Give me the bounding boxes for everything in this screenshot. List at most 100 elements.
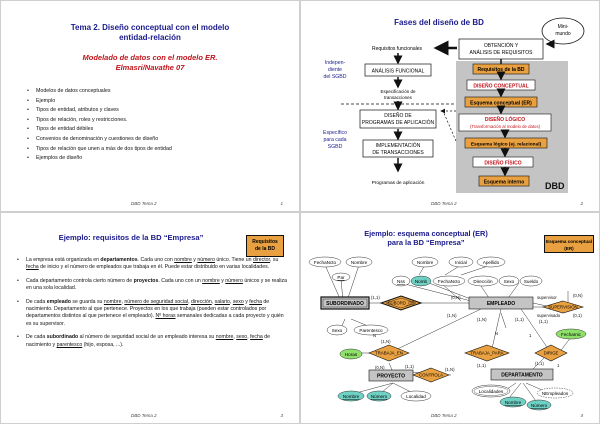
attr-sueldo: Sueldo — [519, 275, 543, 287]
slide-1-title: Tema 2. Diseño conceptual con el modelo … — [1, 23, 299, 43]
footer-text: DBD Tema 2 — [131, 413, 157, 418]
cloud-line-1: Mini- — [558, 24, 569, 30]
card-label: (1,1) — [477, 363, 486, 368]
svg-text:Número: Número — [531, 403, 548, 408]
indep-line-1: Indepen- — [325, 60, 346, 66]
espec-line-2: transacciones — [384, 95, 413, 100]
svg-text:Sexo: Sexo — [504, 279, 515, 284]
slide-4-title: Ejemplo: esquema conceptual (ER) para la… — [341, 229, 511, 247]
svg-text:Parentesco: Parentesco — [359, 328, 383, 333]
list-item: Ejemplo — [27, 97, 172, 107]
svg-text:Horas: Horas — [345, 352, 358, 357]
list-item: Ejemplos de diseño — [27, 154, 172, 164]
attr-inicial: Inicial — [448, 256, 474, 268]
list-item: La empresa está organizada en departamen… — [17, 257, 287, 272]
card-label: (1,1) — [539, 319, 548, 324]
esq-logico-box — [464, 137, 548, 149]
rel-dirige: DIRIGE — [534, 344, 568, 362]
card-label: (1,N) — [445, 367, 455, 372]
req-bd-label: Requisitos de la BD — [478, 67, 525, 73]
attr-numero-proy: Número — [366, 390, 392, 402]
espec-line-1: Especificación de — [380, 89, 416, 94]
design-phases-diagram: Fases del diseño de BD Mini- mundo OBTEN… — [323, 17, 585, 193]
card-label: (1,1) — [371, 295, 380, 300]
card-label: (1,N) — [381, 339, 391, 344]
rel-trabaja-en: TRABAJA_EN — [368, 344, 410, 362]
slide-1-subtitle: Modelado de datos con el modelo ER. Elma… — [1, 53, 299, 73]
attr-numero-dep: Número — [526, 399, 552, 411]
list-item: De cada empleado se guarda su nombre, nú… — [17, 299, 287, 329]
role-supervisor: supervisor — [537, 295, 557, 300]
attr-sexo-emp: Sexo — [498, 275, 520, 287]
svg-text:FechaNcto: FechaNcto — [314, 260, 337, 265]
svg-text:FechaNcto: FechaNcto — [438, 279, 461, 284]
dbd-logo: DBD — [545, 181, 565, 191]
attr-nomb: Nomb — [410, 275, 432, 287]
card-label: N — [373, 333, 376, 338]
title-line-2: para la BD “Empresa” — [387, 238, 465, 247]
card-label: (1,N) — [447, 313, 457, 318]
req-funcionales-label: Requisitos funcionales — [372, 46, 423, 52]
rel-subord-de: SUBORD_DE — [379, 295, 423, 311]
transf-label: (Transformación al modelo de datos) — [470, 124, 541, 129]
entity-subordinado: SUBORDINADO — [320, 296, 370, 310]
entity-empleado: EMPLEADO — [468, 296, 534, 310]
footer-text: DBD Tema 2 — [431, 201, 457, 206]
svg-text:Nomb: Nomb — [415, 279, 428, 284]
svg-text:NEmpleados: NEmpleados — [542, 391, 569, 396]
page-number: 2 — [580, 201, 583, 206]
badge-line-1: Esquema conceptual — [546, 239, 592, 244]
impl-line-2: DE TRANSACCIONES — [372, 150, 424, 156]
svg-text:Sexo: Sexo — [332, 328, 343, 333]
title-line-2: entidad-relación — [119, 33, 181, 42]
card-label: 1 — [557, 363, 560, 368]
rel-supervision: SUPERVISIÓN — [541, 300, 585, 314]
attr-nombre-proy: Nombre — [337, 390, 365, 402]
card-label: N — [495, 331, 498, 336]
card-label: (1,N) — [477, 317, 487, 322]
svg-text:Apellido: Apellido — [483, 260, 500, 265]
list-item: Tipos de entidad débiles — [27, 125, 172, 135]
card-label: (0,N) — [375, 365, 385, 370]
page-number: 3 — [280, 413, 283, 418]
badge-line-1: Requisitos — [252, 239, 278, 245]
indep-line-2: diente — [328, 67, 342, 73]
obtencion-box — [458, 38, 544, 60]
list-item: Convenios de denominación y cuestiones d… — [27, 135, 172, 145]
svg-text:EMPLEADO: EMPLEADO — [487, 301, 515, 307]
svg-text:SUPERVISIÓN: SUPERVISIÓN — [548, 305, 577, 310]
svg-text:Localidad: Localidad — [406, 394, 426, 399]
diseno-programas-box — [359, 109, 437, 129]
attr-fechancto-sub: FechaNcto — [308, 256, 342, 268]
prog-apl-label: Programas de aplicación — [372, 180, 425, 186]
card-label: (1,1) — [515, 317, 524, 322]
title-line-1: Tema 2. Diseño conceptual con el modelo — [70, 23, 230, 32]
entity-departamento: DEPARTAMENTO — [490, 368, 554, 381]
implementacion-box — [362, 139, 434, 158]
especif-line-1: Específico — [323, 130, 347, 136]
page-number: 4 — [580, 413, 583, 418]
topic-list: Modelos de datos conceptuales Ejemplo Ti… — [27, 87, 172, 164]
slide-1: Tema 2. Diseño conceptual con el modelo … — [0, 0, 300, 212]
diseno-prog-line-1: DISEÑO DE — [384, 112, 412, 119]
card-label: (1,1) — [535, 361, 544, 366]
svg-text:SUBORD_DE: SUBORD_DE — [388, 301, 415, 306]
svg-text:DIRIGE: DIRIGE — [544, 351, 559, 356]
card-label: (0,N) — [573, 293, 583, 298]
attr-nempleados: NEmpleados — [536, 387, 574, 399]
attr-nss: Nss — [391, 275, 411, 287]
svg-text:Sueldo: Sueldo — [524, 279, 539, 284]
card-label: (1,1) — [405, 364, 414, 369]
attr-horas: Horas — [339, 348, 363, 360]
card-label: 1 — [529, 333, 532, 338]
rel-controla: CONTROLA — [412, 367, 450, 383]
footer-text: DBD Tema 2 — [431, 413, 457, 418]
especif-line-2: para cada — [323, 137, 346, 143]
attr-localidades: Localidades — [471, 384, 511, 398]
svg-text:Nombre: Nombre — [417, 260, 434, 265]
obtencion-line-2: ANÁLISIS DE REQUISITOS — [470, 49, 534, 56]
svg-text:FechaInic: FechaInic — [561, 332, 582, 337]
attr-localidad-proy: Localidad — [400, 390, 432, 402]
attr-sexo-sub: Sexo — [326, 324, 348, 336]
esquema-badge: Esquema conceptual (ER) — [544, 235, 594, 253]
